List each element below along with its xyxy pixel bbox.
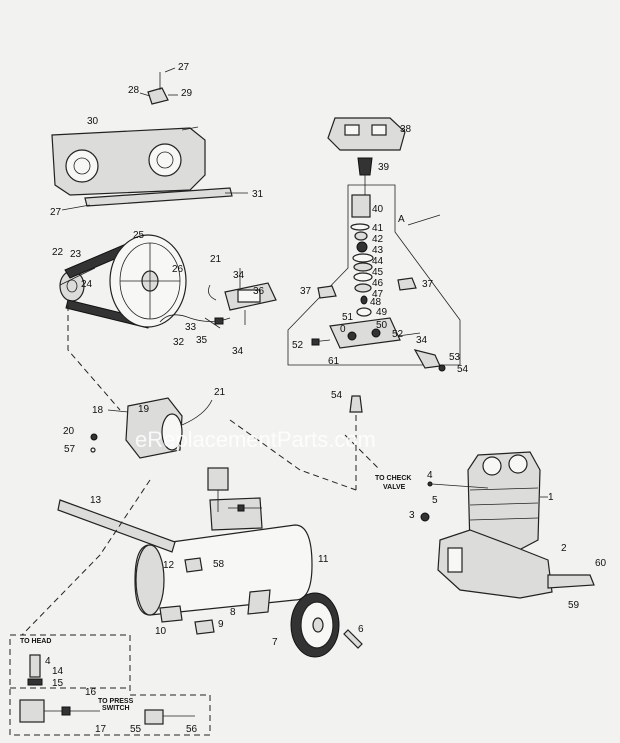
- callout: 22: [52, 247, 64, 258]
- callout: 46: [372, 278, 384, 289]
- callout: 47: [372, 289, 384, 300]
- callout: 59: [568, 600, 580, 611]
- callout: 51: [342, 312, 354, 323]
- callout: 4: [45, 656, 51, 667]
- callout: 35: [196, 335, 208, 346]
- callout: 49: [376, 307, 388, 318]
- callout: 39: [378, 162, 390, 173]
- callout: 28: [128, 85, 140, 96]
- callout: 61: [328, 356, 340, 367]
- callout: 18: [92, 405, 104, 416]
- callout: 29: [181, 88, 193, 99]
- hookup-lines: [21, 305, 381, 636]
- callout: 25: [133, 230, 145, 241]
- callout: 54: [457, 364, 469, 375]
- callout: 34: [416, 335, 428, 346]
- callout: 21: [214, 387, 226, 398]
- callout: 27: [50, 207, 62, 218]
- callout: 37: [300, 286, 312, 297]
- compressor-pump: [420, 451, 595, 599]
- note: TO CHECK: [375, 475, 411, 482]
- callout: 53: [449, 352, 461, 363]
- callout: 54: [331, 390, 343, 401]
- callout: 3: [409, 510, 415, 521]
- callout: 34: [232, 346, 244, 357]
- callout: 13: [90, 495, 102, 506]
- callout: 5: [432, 495, 438, 506]
- callout: 23: [70, 249, 82, 260]
- belt-guard: [51, 126, 248, 211]
- callout: 20: [63, 426, 75, 437]
- callout: 44: [372, 256, 384, 267]
- note: SWITCH: [102, 705, 130, 712]
- callout: 21: [210, 254, 222, 265]
- callout: 36: [253, 286, 265, 297]
- callout: 24: [81, 279, 93, 290]
- callout: 52: [292, 340, 304, 351]
- callout: 42: [372, 234, 384, 245]
- pulley-assembly: [59, 234, 187, 329]
- wheel: [290, 592, 363, 658]
- callout: 12: [163, 560, 175, 571]
- note: TO PRESS: [98, 698, 134, 705]
- callout: 40: [372, 204, 384, 215]
- callout: 8: [230, 607, 236, 618]
- callout-labels: 27 28 29 30 31 27 25 22 23 26 24 21 34 3…: [20, 62, 607, 735]
- callout: 55: [130, 724, 142, 735]
- callout: 30: [87, 116, 99, 127]
- callout: 43: [372, 245, 384, 256]
- callout: 14: [52, 666, 64, 677]
- head-assembly-box: [287, 117, 461, 366]
- callout: 17: [95, 724, 107, 735]
- callout: 60: [595, 558, 607, 569]
- callout: A: [398, 214, 405, 225]
- callout: 52: [392, 329, 404, 340]
- callout: 2: [561, 543, 567, 554]
- pressure-switch: [159, 268, 277, 329]
- callout: 57: [64, 444, 76, 455]
- callout: 33: [185, 322, 197, 333]
- callout: 26: [172, 264, 184, 275]
- callout: 38: [400, 124, 412, 135]
- callout: 10: [155, 626, 167, 637]
- callout: 9: [218, 619, 224, 630]
- tank-assembly: [57, 467, 313, 635]
- callout: 41: [372, 223, 384, 234]
- callout: 58: [213, 559, 225, 570]
- callout: 0: [340, 324, 346, 335]
- callout: 11: [318, 554, 329, 565]
- callout: 27: [178, 62, 190, 73]
- note: TO HEAD: [20, 638, 51, 645]
- callout: 32: [173, 337, 185, 348]
- callout: 15: [52, 678, 64, 689]
- detail-inset: [9, 634, 211, 736]
- callout: 48: [370, 297, 382, 308]
- callout: 4: [427, 470, 433, 481]
- motor: [90, 397, 213, 459]
- callout: 1: [548, 492, 554, 503]
- callout: 34: [233, 270, 245, 281]
- callout: 19: [138, 404, 150, 415]
- callout: 37: [422, 279, 434, 290]
- guard-bracket: [139, 67, 178, 105]
- callout: 45: [372, 267, 384, 278]
- callout: 7: [272, 637, 278, 648]
- note: VALVE: [383, 484, 406, 491]
- callout: 16: [85, 687, 97, 698]
- fittings-right: [349, 349, 446, 490]
- callout: 6: [358, 624, 364, 635]
- watermark: eReplacementParts.com: [135, 427, 376, 452]
- callout: 31: [252, 189, 264, 200]
- callout: 56: [186, 724, 198, 735]
- callout: 50: [376, 320, 388, 331]
